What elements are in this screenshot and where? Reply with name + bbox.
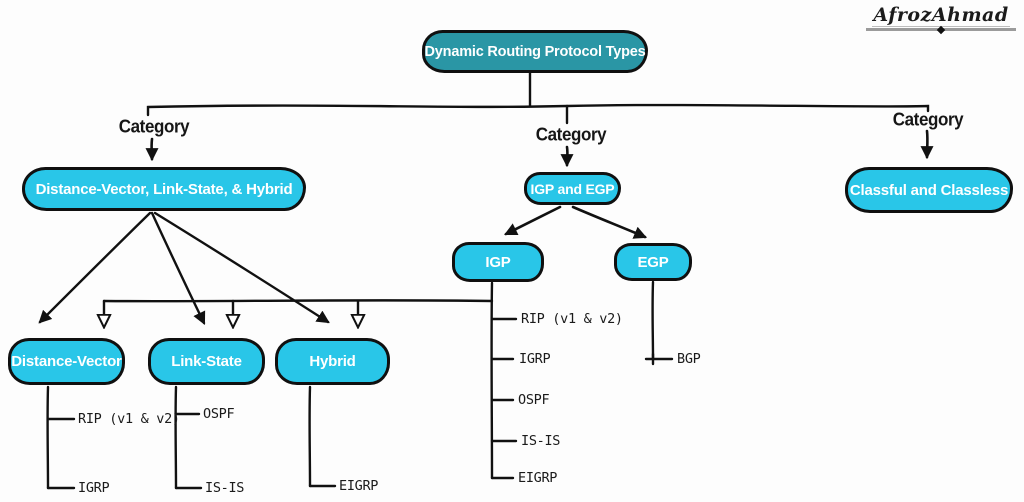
node-distance-vector-link-state-hybrid: Distance-Vector, Link-State, & Hybrid	[22, 167, 306, 211]
leaf-dv-rip: RIP (v1 & v2)	[78, 411, 180, 427]
leaf-egp-bgp: BGP	[677, 351, 701, 367]
leaf-igp-igrp: IGRP	[519, 351, 551, 367]
node-classful-and-classless: Classful and Classless	[845, 167, 1013, 213]
leaf-ls-isis: IS-IS	[205, 480, 245, 496]
author-signature: AfrozAhmad	[873, 4, 1009, 26]
node-igp: IGP	[452, 242, 544, 282]
link-state-trunk	[174, 385, 203, 490]
category-label-left: Category	[118, 116, 190, 137]
connector-root-to-categories	[146, 71, 930, 125]
middle-fan-arrows	[504, 205, 647, 239]
leaf-dv-igrp: IGRP	[78, 480, 110, 496]
leaf-igp-eigrp: EIGRP	[518, 470, 558, 486]
node-distance-vector: Distance-Vector	[8, 338, 125, 385]
category-label-middle: Category	[535, 124, 607, 145]
leaf-hybrid-eigrp: EIGRP	[339, 478, 379, 494]
node-egp: EGP	[614, 243, 692, 281]
node-link-state: Link-State	[148, 338, 265, 385]
leaf-ls-ospf: OSPF	[203, 406, 235, 422]
left-fan-arrows	[38, 211, 330, 325]
leaf-igp-ospf: OSPF	[518, 392, 550, 408]
category-label-right: Category	[892, 109, 964, 130]
leaf-igp-isis: IS-IS	[521, 433, 561, 449]
distance-vector-trunk	[46, 385, 76, 490]
hybrid-trunk	[308, 385, 337, 488]
leaf-igp-rip: RIP (v1 & v2)	[521, 311, 623, 327]
node-igp-and-egp: IGP and EGP	[524, 172, 621, 205]
node-hybrid: Hybrid	[275, 338, 390, 385]
egp-trunk	[644, 280, 674, 366]
node-dynamic-routing-protocol-types: Dynamic Routing Protocol Types	[422, 30, 648, 73]
